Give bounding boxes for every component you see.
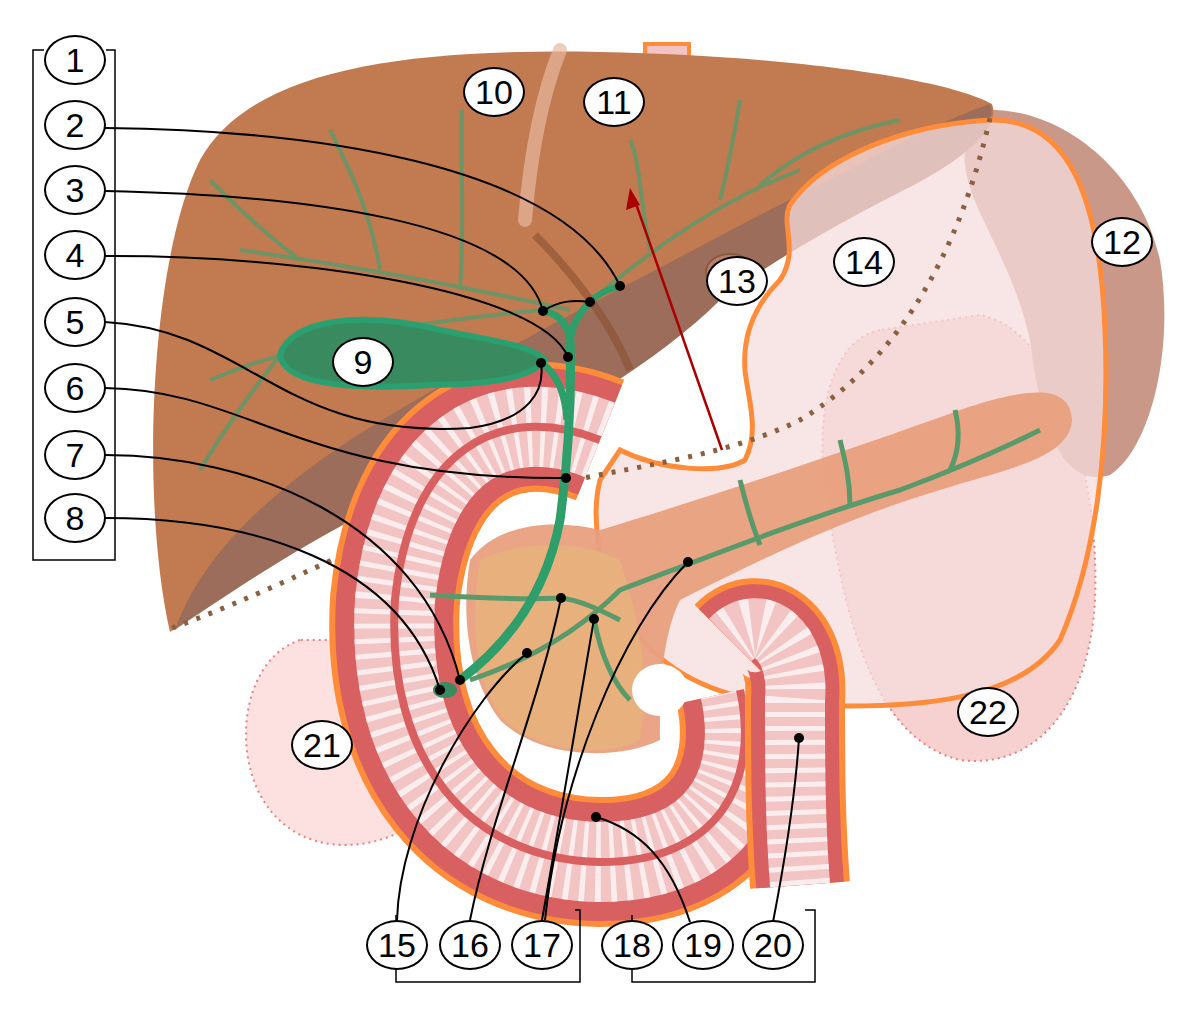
callout-circle: 15 bbox=[366, 920, 428, 970]
arrow-line bbox=[634, 198, 722, 450]
callout-circle: 3 bbox=[44, 165, 106, 215]
callout-number: 8 bbox=[66, 501, 85, 535]
callout-number: 2 bbox=[66, 108, 85, 142]
callout-circle: 2 bbox=[44, 100, 106, 150]
callout-circle: 1 bbox=[44, 35, 106, 85]
callout-number: 7 bbox=[66, 438, 85, 472]
callout-number: 16 bbox=[451, 928, 489, 962]
callout-number: 9 bbox=[354, 345, 373, 379]
callout-number: 10 bbox=[475, 75, 513, 109]
callout-number: 4 bbox=[66, 238, 85, 272]
vessel-gap bbox=[632, 664, 688, 716]
callout-circle: 13 bbox=[706, 256, 768, 306]
callout-circle: 11 bbox=[583, 77, 645, 127]
biliary-tree bbox=[280, 286, 620, 698]
callout-number: 18 bbox=[613, 928, 651, 962]
callout-number: 20 bbox=[754, 928, 792, 962]
callout-circle: 16 bbox=[439, 920, 501, 970]
callout-number: 21 bbox=[303, 728, 341, 762]
callout-number: 13 bbox=[718, 264, 756, 298]
ligament bbox=[525, 50, 560, 220]
callout-number: 3 bbox=[66, 173, 85, 207]
callout-number: 15 bbox=[378, 928, 416, 962]
callout-circle: 21 bbox=[291, 720, 353, 770]
callout-circle: 7 bbox=[44, 430, 106, 480]
fissure bbox=[535, 235, 630, 370]
leader-dot bbox=[435, 281, 804, 822]
callout-number: 17 bbox=[523, 928, 561, 962]
callout-circle: 9 bbox=[332, 337, 394, 387]
leader-line bbox=[105, 128, 799, 922]
callout-number: 6 bbox=[66, 371, 85, 405]
arrow-head bbox=[626, 188, 640, 210]
bracket bbox=[33, 50, 815, 982]
callout-number: 12 bbox=[1103, 225, 1141, 259]
callout-circle: 19 bbox=[672, 920, 734, 970]
callout-number: 19 bbox=[684, 928, 722, 962]
callout-circle: 6 bbox=[44, 363, 106, 413]
callout-number: 5 bbox=[66, 305, 85, 339]
callout-circle: 5 bbox=[44, 297, 106, 347]
callout-circle: 22 bbox=[957, 687, 1019, 737]
callout-circle: 20 bbox=[742, 920, 804, 970]
pancreas bbox=[466, 393, 1072, 754]
callout-circle: 18 bbox=[601, 920, 663, 970]
callout-circle: 17 bbox=[511, 920, 573, 970]
callout-number: 1 bbox=[66, 43, 85, 77]
callout-circle: 4 bbox=[44, 230, 106, 280]
callout-number: 11 bbox=[596, 85, 631, 119]
callout-circle: 8 bbox=[44, 493, 106, 543]
callout-circle: 12 bbox=[1091, 217, 1153, 267]
callout-number: 14 bbox=[845, 245, 883, 279]
callout-circle: 10 bbox=[463, 67, 525, 117]
callout-number: 22 bbox=[969, 695, 1007, 729]
callout-circle: 14 bbox=[833, 237, 895, 287]
